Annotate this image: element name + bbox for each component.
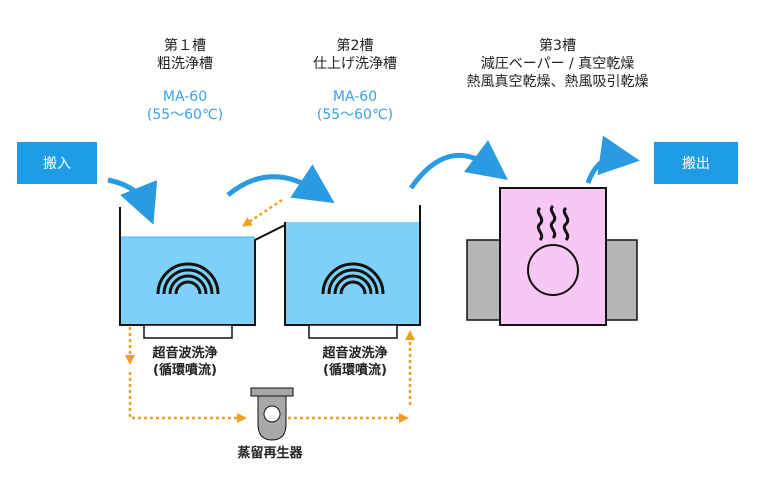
tank2-ultrasonic-label: 超音波洗浄: [322, 346, 388, 361]
overflow-arrow: [241, 198, 283, 227]
tank2-name: 仕上げ洗浄槽: [313, 56, 397, 72]
workpiece: [527, 244, 579, 296]
tank1-circulation-label: (循環噴流): [153, 363, 217, 378]
dryer-left-block: [466, 239, 503, 321]
tank2-transducer: [308, 324, 398, 339]
tank1-agent: MA-60: [162, 89, 208, 105]
transfer-arrow-2-3: [408, 140, 509, 190]
transfer-arrow-1-2: [226, 164, 335, 204]
tank1-heading: 第１槽: [164, 38, 206, 54]
tank1-temp: (55～60℃): [146, 107, 224, 123]
tank2: [284, 205, 421, 339]
tank2-temp: (55～60℃): [316, 107, 394, 123]
tank2-water: [285, 222, 420, 325]
carry-in-button: 搬入: [17, 142, 97, 184]
tank3-heading: 第3槽: [539, 38, 576, 54]
tank2-heading: 第2槽: [336, 38, 374, 54]
tank3-dryer: [466, 187, 638, 326]
tank1-transducer: [143, 324, 233, 339]
distillation-regenerator: [250, 387, 294, 441]
tank2-agent: MA-60: [332, 89, 378, 105]
tank1-ultrasonic-label: 超音波洗浄: [152, 346, 218, 361]
ultrasonic-icon: [321, 262, 385, 295]
regenerator-label: 蒸留再生器: [237, 446, 303, 461]
tank3-method-line1: 減圧ベーパー / 真空乾燥: [480, 56, 635, 72]
dryer-right-block: [603, 239, 638, 321]
distillation-flow: [125, 327, 415, 423]
carry-in-arrow: [107, 177, 158, 225]
tank3-method-line2: 熱風真空乾燥、熱風吸引乾燥: [466, 74, 649, 90]
heat-icon: [536, 204, 570, 242]
tank1-wall: [119, 207, 286, 326]
tank1-name: 粗洗浄槽: [157, 56, 213, 72]
tank1: [119, 207, 286, 339]
ultrasonic-icon: [156, 262, 220, 295]
carry-out-arrow: [585, 135, 640, 184]
tank2-circulation-label: (循環噴流): [323, 363, 387, 378]
carry-out-button: 搬出: [654, 142, 738, 184]
